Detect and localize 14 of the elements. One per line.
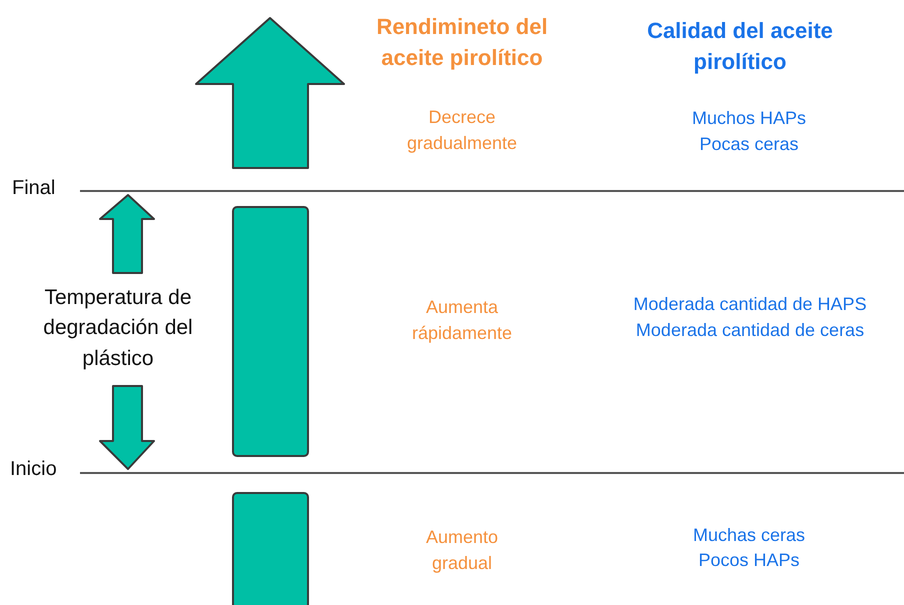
quality-text: Pocas ceras — [699, 134, 799, 156]
quality-text: Muchas ceras — [692, 525, 806, 547]
temperature-label: Temperatura de degradación del plástico — [42, 285, 194, 372]
quality-text: Moderada cantidad de ceras — [636, 320, 864, 342]
column-heading: Calidad del aceite pirolítico — [646, 17, 834, 76]
quality-text: Moderada cantidad de HAPS — [633, 294, 867, 316]
column-heading: Rendimineto del aceite pirolítico — [375, 13, 549, 72]
axis-label: Final — [12, 176, 56, 200]
yield-text: Aumento gradual — [424, 526, 500, 576]
axis-label: Inicio — [10, 457, 57, 481]
yield-text: Aumenta rápidamente — [410, 296, 514, 346]
quality-text: Pocos HAPs — [698, 550, 800, 572]
yield-text: Decrece gradualmente — [406, 106, 518, 156]
quality-text: Muchos HAPs — [692, 108, 806, 130]
